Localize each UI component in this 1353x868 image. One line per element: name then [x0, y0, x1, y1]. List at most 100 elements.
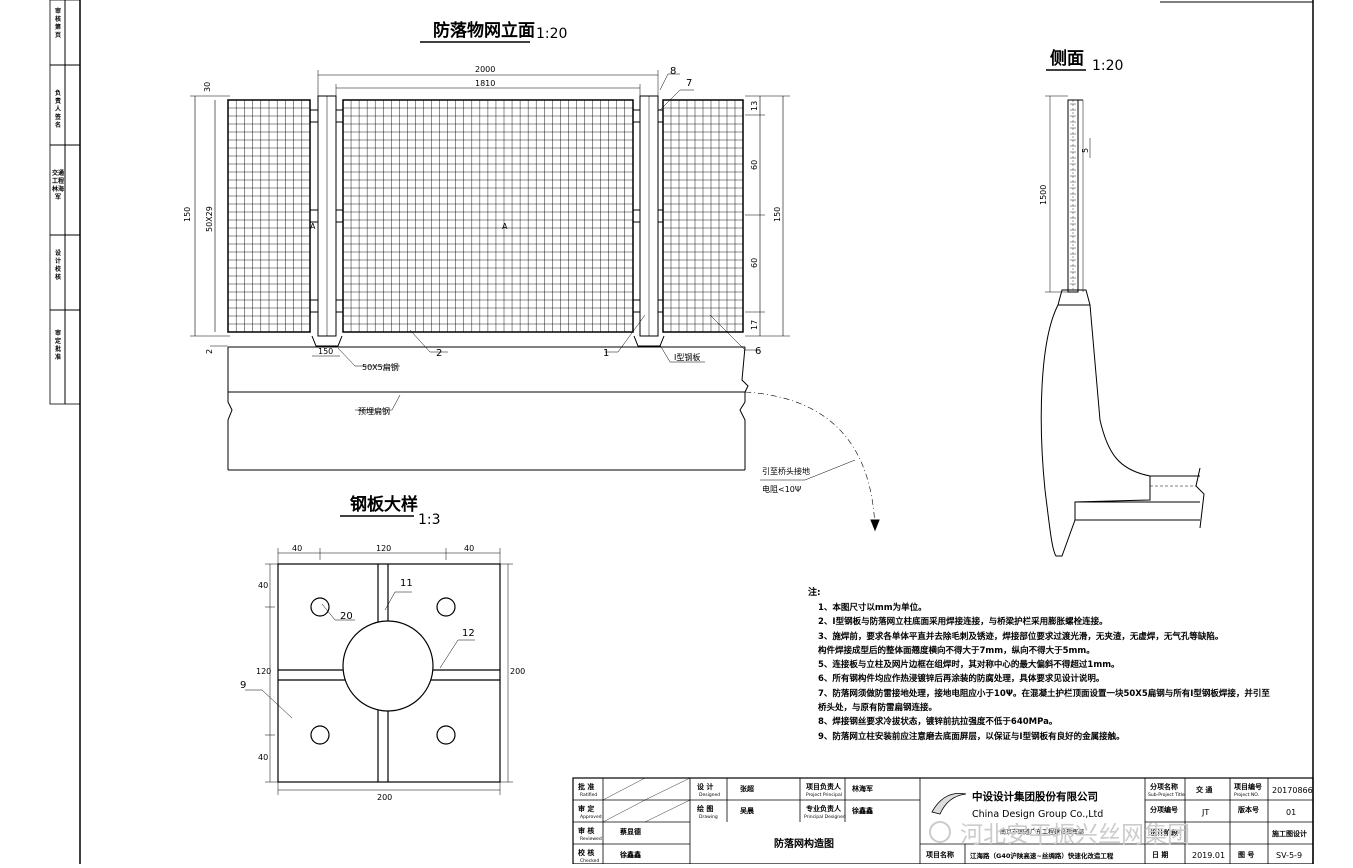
section-a-left: A: [310, 222, 316, 231]
tb-sub-name-en: Sub-Project Title: [1148, 792, 1185, 798]
tb-draw: 绘 图: [697, 804, 713, 813]
side-dim-5: 5: [1081, 148, 1090, 153]
label-i-plate: I型钢板: [674, 352, 700, 362]
callout-7: 7: [686, 78, 692, 89]
tb-draw-name: 吴晨: [740, 806, 755, 815]
left-strip: 审 核 第 页负 责 人 签 名交通工程 林海军设 计 校 核审 定 批 准: [52, 0, 64, 404]
tb-review: 审 核: [578, 826, 594, 835]
tb-date: 2019.01: [1192, 851, 1225, 860]
note-item: 构件焊接成型后的整体面翘度横向不得大于7mm，纵向不得大于5mm。: [818, 645, 1095, 656]
elevation-scale: 1:20: [536, 26, 567, 42]
tb-design-name: 张超: [740, 784, 755, 793]
dim-1810: 1810: [475, 79, 495, 88]
note-item: 桥头处，与原有防雷扁钢连接。: [818, 703, 938, 714]
dim-13: 13: [750, 101, 759, 111]
plate-dim-left-top: 40: [258, 581, 268, 590]
title-block: 批 准 Ratified 审 定 Approved 审 核 Reviewed 蔡…: [572, 777, 1314, 865]
plate-dim-bottom: 200: [377, 793, 392, 802]
plate-dim-left-bottom: 40: [258, 753, 268, 762]
note-item: 5、连接板与立柱及网片边框在组焊时，其对称中心的最大偏斜不得超过1mm。: [818, 660, 1120, 671]
elevation-title: 防落物网立面: [433, 20, 535, 41]
label-ground-2: 电阻<10Ψ: [762, 484, 801, 494]
tb-proj-lead: 项目负责人: [806, 782, 842, 791]
left-strip-cell: 审 核 第 页: [54, 8, 61, 39]
note-item: 9、防落网立柱安装前应注意磨去底面屏层，以保证与I型钢板有良好的金属接触。: [818, 731, 1125, 742]
plate-callout-9: 9: [240, 680, 246, 691]
dim-60-top: 60: [750, 160, 759, 170]
notes-block: 注: 1、本图尺寸以mm为单位。 2、I型钢板与防落网立柱底面采用焊接连接，与桥梁…: [808, 585, 1328, 744]
elevation-view: 防落物网立面 1:20: [183, 20, 880, 532]
watermark-text: 河北安平振兴丝网集团: [960, 822, 1190, 848]
plate-dim-left-mid: 120: [256, 667, 271, 676]
tb-approve-en: Ratified: [580, 792, 597, 798]
tb-stage-label: 设计阶段: [1150, 828, 1178, 837]
tb-sub-name-label: 分项名称: [1150, 782, 1178, 791]
callout-6: 6: [755, 346, 761, 357]
tb-review-name: 蔡显德: [619, 827, 641, 836]
tb-proj-no-en: Project NO.: [1234, 792, 1259, 798]
note-item: 2、I型钢板与防落网立柱底面采用焊接连接，与桥梁护栏采用膨胀螺栓连接。: [818, 617, 1108, 628]
dim-17: 17: [750, 320, 759, 330]
tb-drawing-title: 防落网构造图: [774, 837, 834, 850]
section-a-mid: A: [502, 222, 508, 231]
tb-proj-no-label: 项目编号: [1234, 782, 1262, 791]
dim-150-bottom: 150: [318, 347, 333, 356]
plate-title: 钢板大样: [350, 494, 418, 515]
plate-dim-top-right: 40: [464, 544, 474, 553]
tb-proofread: 校 核: [578, 848, 594, 857]
tb-project-name-label: 项目名称: [926, 850, 954, 859]
tb-spec-lead-name: 徐鑫鑫: [851, 806, 873, 815]
label-embedded-steel: 预埋扁钢: [358, 406, 390, 416]
tb-date-label: 日 期: [1152, 850, 1168, 859]
tb-company-cn: 中设设计集团股份有限公司: [972, 790, 1098, 803]
tb-stage: 施工图设计: [1272, 829, 1307, 838]
note-item: 3、施焊前，要求各单体平直并去除毛刺及锈迹，焊接部位要求过渡光滑，无夹渣，无虚焊…: [818, 631, 1224, 642]
tb-ver: 01: [1286, 808, 1296, 817]
dim-60-bottom: 60: [750, 258, 759, 268]
tb-proj-lead-en: Project Principal: [806, 792, 842, 798]
side-dim-1500: 1500: [1039, 185, 1048, 205]
plate-dim-top-left: 40: [292, 544, 302, 553]
tb-review-en: Reviewed: [580, 836, 602, 842]
dim-2000: 2000: [475, 65, 495, 74]
tb-proj-no: 20170866: [1272, 786, 1313, 795]
tb-check: 审 定: [578, 804, 594, 813]
tb-sub-no-label: 分项编号: [1150, 805, 1178, 814]
tb-design-en: Designed: [699, 792, 720, 798]
dim-50x29: 50X29: [205, 206, 214, 232]
tb-fig-label: 图 号: [1238, 850, 1254, 859]
dim-left-150: 150: [183, 207, 192, 222]
notes-list: 1、本图尺寸以mm为单位。 2、I型钢板与防落网立柱底面采用焊接连接，与桥梁护栏采…: [808, 601, 1328, 744]
dim-30: 30: [203, 82, 212, 92]
watermark-logo-icon: [929, 821, 951, 843]
notes-heading: 注:: [808, 588, 821, 598]
side-scale: 1:20: [1092, 58, 1123, 74]
tb-spec-lead-en: Principal Designed: [804, 814, 846, 820]
tb-ver-label: 版本号: [1238, 805, 1259, 814]
plate-dim-right: 200: [510, 667, 525, 676]
left-strip-cell: 审 定 批 准: [54, 330, 61, 361]
side-title: 侧面: [1050, 48, 1084, 69]
callout-2: 2: [436, 348, 442, 359]
tb-sub-no: JT: [1201, 808, 1209, 817]
tb-design: 设 计: [697, 782, 713, 791]
plate-callout-20: 20: [340, 611, 353, 622]
tb-company-en: China Design Group Co.,Ltd: [972, 809, 1103, 820]
plate-scale: 1:3: [418, 512, 441, 528]
tb-sub-name: 交 通: [1196, 785, 1213, 794]
note-item: 8、焊接钢丝要求冷拔状态，镀锌前抗拉强度不低于640MPa。: [818, 717, 1058, 728]
tb-proofread-name: 徐鑫鑫: [619, 850, 641, 859]
label-ground-1: 引至桥头接地: [762, 466, 810, 476]
plate-callout-12: 12: [462, 628, 475, 639]
callout-8: 8: [670, 66, 676, 77]
tb-proj-lead-name: 林海军: [852, 784, 873, 793]
tb-project-row1: 南京市国道广东工程建设指挥部: [1000, 828, 1084, 836]
plate-dim-top-mid: 120: [376, 544, 391, 553]
tb-approve: 批 准: [578, 782, 594, 791]
note-item: 1、本图尺寸以mm为单位。: [818, 603, 927, 613]
left-strip-cell: 交通工程 林海军: [52, 170, 65, 201]
plate-detail-view: 钢板大样 1:3: [240, 494, 525, 802]
tb-draw-en: Drawing: [699, 814, 718, 820]
